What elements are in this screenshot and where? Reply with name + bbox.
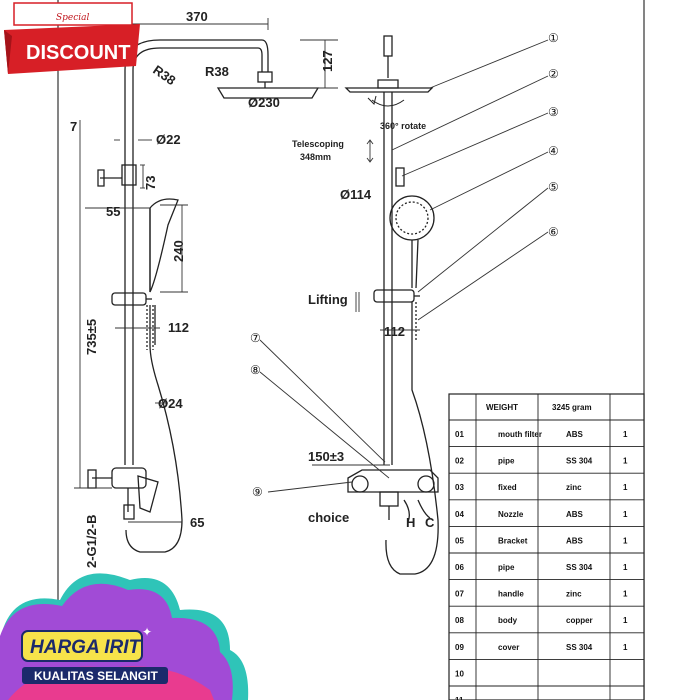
table-cell-index: 10 [455,669,464,678]
table-cell-qty: 1 [623,430,628,439]
table-cell-qty: 1 [623,483,628,492]
table-cell-index: 03 [455,483,464,492]
right-dimension-lines [312,139,420,466]
table-cell-index: 09 [455,643,464,652]
harga-irit-banner: HARGA IRIT KUALITAS SELANGIT ✦ [0,573,249,700]
callout-3: ③ [548,105,559,119]
table-cell-material: zinc [566,590,582,599]
dim-thread: 2-G1/2-B [84,515,99,568]
table-cell-index: 04 [455,510,464,519]
sparkle-icon: ✦ [142,625,152,639]
table-cell-name: Nozzle [498,510,524,519]
table-header-weight: WEIGHT [486,403,518,412]
table-header-grams: 3245 gram [552,403,592,412]
table-cell-material: SS 304 [566,457,593,466]
table-cell-qty: 1 [623,457,628,466]
callout-markers: ① ② ③ ④ ⑤ ⑥ ⑦ ⑧ ⑨ [250,31,559,499]
table-cell-qty: 1 [623,643,628,652]
discount-badge-small: Special [56,13,90,23]
callout-6: ⑥ [548,225,559,239]
kualitas-subtitle: KUALITAS SELANGIT [34,669,158,683]
label-lifting: Lifting [308,292,348,307]
callout-1: ① [548,31,559,45]
dim-73: 73 [143,176,158,190]
discount-badge: Special DISCOUNT [4,2,140,74]
table-cell-qty: 1 [623,510,628,519]
callout-4: ④ [548,144,559,158]
table-cell-material: copper [566,616,593,625]
callout-7: ⑦ [250,331,261,345]
table-cell-material: ABS [566,536,584,545]
callout-5: ⑤ [548,180,559,194]
label-telescoping-length: 348mm [300,152,331,162]
callout-9: ⑨ [252,485,263,499]
dim-head-diameter: Ø230 [248,95,280,110]
table-cell-material: SS 304 [566,563,593,572]
left-side-view [87,39,320,553]
callout-2: ② [548,67,559,81]
table-cell-index: 08 [455,616,464,625]
dim-partial-7: 7 [70,119,77,134]
table-cell-material: zinc [566,483,582,492]
callout-leaders [259,39,549,493]
dim-735: 735±5 [84,319,99,355]
table-cell-index: 05 [455,536,464,545]
kualitas-ribbon [22,667,168,684]
dim-370: 370 [186,9,208,24]
label-c: C [425,515,435,530]
label-h: H [406,515,415,530]
discount-badge-main: DISCOUNT [26,42,130,64]
dim-112-left: 112 [168,320,189,335]
table-cell-material: ABS [566,510,584,519]
table-cell-material: ABS [566,430,584,439]
right-front-view [344,35,439,575]
table-cell-qty: 1 [623,616,628,625]
dim-r38-head: R38 [205,64,229,79]
label-telescoping: Telescoping [292,139,344,149]
table-cell-index: 01 [455,430,464,439]
table-cell-index: 02 [455,457,464,466]
harga-irit-title: HARGA IRIT [30,637,142,658]
dim-handshower-diameter: Ø114 [340,187,372,202]
table-cell-name: cover [498,643,519,652]
table-cell-qty: 1 [623,536,628,545]
table-cell-name: fixed [498,483,517,492]
label-choice: choice [308,510,349,525]
parts-table-frame [448,393,645,700]
table-cell-name: handle [498,590,524,599]
label-rotate: 360° rotate [380,121,426,131]
left-dimension-lines [74,18,338,523]
table-cell-name: Bracket [498,536,528,545]
table-cell-name: mouth filter [498,430,542,439]
dim-240: 240 [171,240,186,262]
table-cell-name: pipe [498,563,515,572]
dim-hose-diameter: Ø24 [158,396,183,411]
table-cell-index: 07 [455,590,464,599]
table-cell-index: 11 [455,696,464,700]
table-cell-index: 06 [455,563,464,572]
table-cell-name: body [498,616,518,625]
table-cell-name: pipe [498,457,515,466]
table-cell-qty: 1 [623,563,628,572]
dim-127: 127 [320,50,335,72]
callout-8: ⑧ [250,363,261,377]
table-cell-material: SS 304 [566,643,593,652]
table-cell-qty: 1 [623,590,628,599]
dim-pipe-diameter: Ø22 [156,132,181,147]
dim-65: 65 [190,515,204,530]
dim-112-right: 112 [384,324,405,339]
dim-55: 55 [106,204,120,219]
harga-ribbon [21,630,143,662]
dim-r38-bend: R38 [150,62,178,88]
dim-150: 150±3 [308,449,344,464]
